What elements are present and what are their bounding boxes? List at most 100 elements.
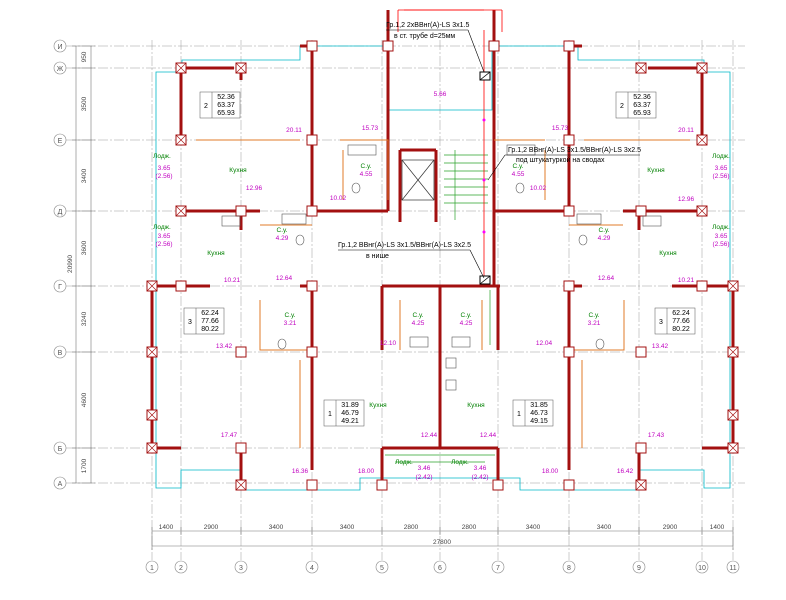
axis-label-col: 8 [567, 565, 571, 572]
column-crosses [146, 62, 739, 491]
room-label-kitchen: Кухня [369, 402, 387, 409]
dim-left-total: 20990 [67, 255, 74, 273]
room-area: 3.46 [418, 465, 431, 472]
room-area: (2.56) [713, 173, 730, 180]
axis-label-col: 5 [380, 565, 384, 572]
room-area: (2.42) [416, 474, 433, 481]
axis-label-col: 10 [698, 565, 706, 572]
partitions [196, 139, 690, 448]
axis-label-row: И [57, 44, 62, 51]
left-dimension-line [72, 45, 95, 484]
note-leaders [338, 29, 640, 279]
dim-left: 3600 [81, 240, 88, 255]
room-label-kitchen: Кухня [229, 167, 247, 174]
room-area: (2.56) [156, 173, 173, 180]
apartment-area: 49.15 [530, 418, 548, 425]
room-area: 3.65 [158, 233, 171, 240]
room-label-wc: С.у. [361, 163, 372, 170]
room-area: 16.42 [617, 468, 634, 475]
room-area: 10.02 [330, 195, 347, 202]
room-area: 20.11 [678, 127, 694, 134]
room-area: (2.56) [156, 241, 173, 248]
dim-bottom: 3400 [340, 524, 355, 531]
dim-bottom: 1400 [710, 524, 725, 531]
room-area: 10.02 [530, 185, 547, 192]
column-axis-bubbles [145, 560, 740, 574]
room-area: 10.21 [224, 277, 241, 284]
room-area: 18.00 [358, 468, 375, 475]
apartment-area: 46.79 [341, 410, 359, 417]
room-label-wc: С.у. [277, 227, 288, 234]
sanitary-fixtures [221, 144, 662, 391]
axis-label-row: Ж [57, 66, 64, 73]
apartment-number: 2 [204, 103, 208, 110]
room-area: 12.96 [246, 185, 263, 192]
dim-bottom: 2900 [663, 524, 678, 531]
room-area: 3.65 [715, 165, 728, 172]
axis-label-row: Г [58, 284, 62, 291]
dim-bottom: 3400 [526, 524, 541, 531]
apartment-info-boxes [183, 91, 696, 427]
room-label-wc: С.у. [461, 312, 472, 319]
room-area: 12.96 [678, 196, 695, 203]
apartment-area: 49.21 [341, 418, 359, 425]
room-area: 12.44 [480, 432, 497, 439]
stair-lines [385, 150, 495, 463]
room-area: 12.04 [536, 340, 553, 347]
room-area: 17.47 [221, 432, 238, 439]
room-area: 3.21 [284, 320, 297, 327]
room-area: 4.25 [412, 320, 425, 327]
room-area: 12.10 [380, 340, 397, 347]
dim-left: 4600 [81, 392, 88, 407]
cable-note-mid-1: Гр.1,2 ВВнг(А)-LS 3х1.5/ВВнг(А)-LS 3х2.5 [508, 147, 641, 154]
room-label-loggia: Лодж. [153, 224, 171, 231]
axis-label-col: 1 [150, 565, 154, 572]
apartment-area: 65.93 [633, 110, 651, 117]
room-area: 17.43 [648, 432, 665, 439]
apartment-area: 52.36 [217, 94, 235, 101]
room-label-wc: С.у. [513, 163, 524, 170]
room-area: 10.21 [678, 277, 695, 284]
dim-bottom: 2900 [204, 524, 219, 531]
room-label-loggia: Лодж. [712, 153, 730, 160]
room-area: 5.66 [434, 91, 447, 98]
apartment-area: 63.37 [633, 102, 651, 109]
cable-note-low-2: в нише [366, 253, 389, 260]
room-area: 4.55 [512, 171, 525, 178]
room-area: 13.42 [652, 343, 669, 350]
room-area: 20.11 [286, 127, 302, 134]
apartment-area: 31.85 [530, 402, 548, 409]
dim-bottom: 3400 [597, 524, 612, 531]
apartment-area: 62.24 [201, 310, 219, 317]
apartment-number: 3 [188, 319, 192, 326]
room-area: 15.73 [552, 125, 569, 132]
room-area: 3.21 [588, 320, 601, 327]
apartment-area: 77.66 [201, 318, 219, 325]
axis-label-col: 2 [179, 565, 183, 572]
apartment-area: 52.36 [633, 94, 651, 101]
apartment-area: 77.66 [672, 318, 690, 325]
room-label-loggia: Лодж. [712, 224, 730, 231]
room-area: 13.42 [216, 343, 233, 350]
cable-note-top-2: в ст. трубе d=25мм [394, 32, 455, 40]
bottom-dimension-line [151, 527, 734, 550]
room-area: 3.65 [158, 165, 171, 172]
room-area: 12.44 [421, 432, 438, 439]
apartment-area: 46.73 [530, 410, 548, 417]
apartment-area: 63.37 [217, 102, 235, 109]
riser-nodes [482, 118, 486, 234]
dim-left: 950 [81, 51, 88, 62]
room-area: 15.73 [362, 125, 379, 132]
apartment-area: 65.93 [217, 110, 235, 117]
apartment-number: 3 [659, 319, 663, 326]
room-label-loggia: Лодж. [153, 153, 171, 160]
room-area: 4.55 [360, 171, 373, 178]
distribution-panel [479, 71, 491, 285]
room-area: (2.42) [472, 474, 489, 481]
room-label-kitchen: Кухня [207, 250, 225, 257]
axis-label-col: 7 [496, 565, 500, 572]
axis-label-col: 9 [637, 565, 641, 572]
room-label-wc: С.у. [599, 227, 610, 234]
room-label-kitchen: Кухня [659, 250, 677, 257]
